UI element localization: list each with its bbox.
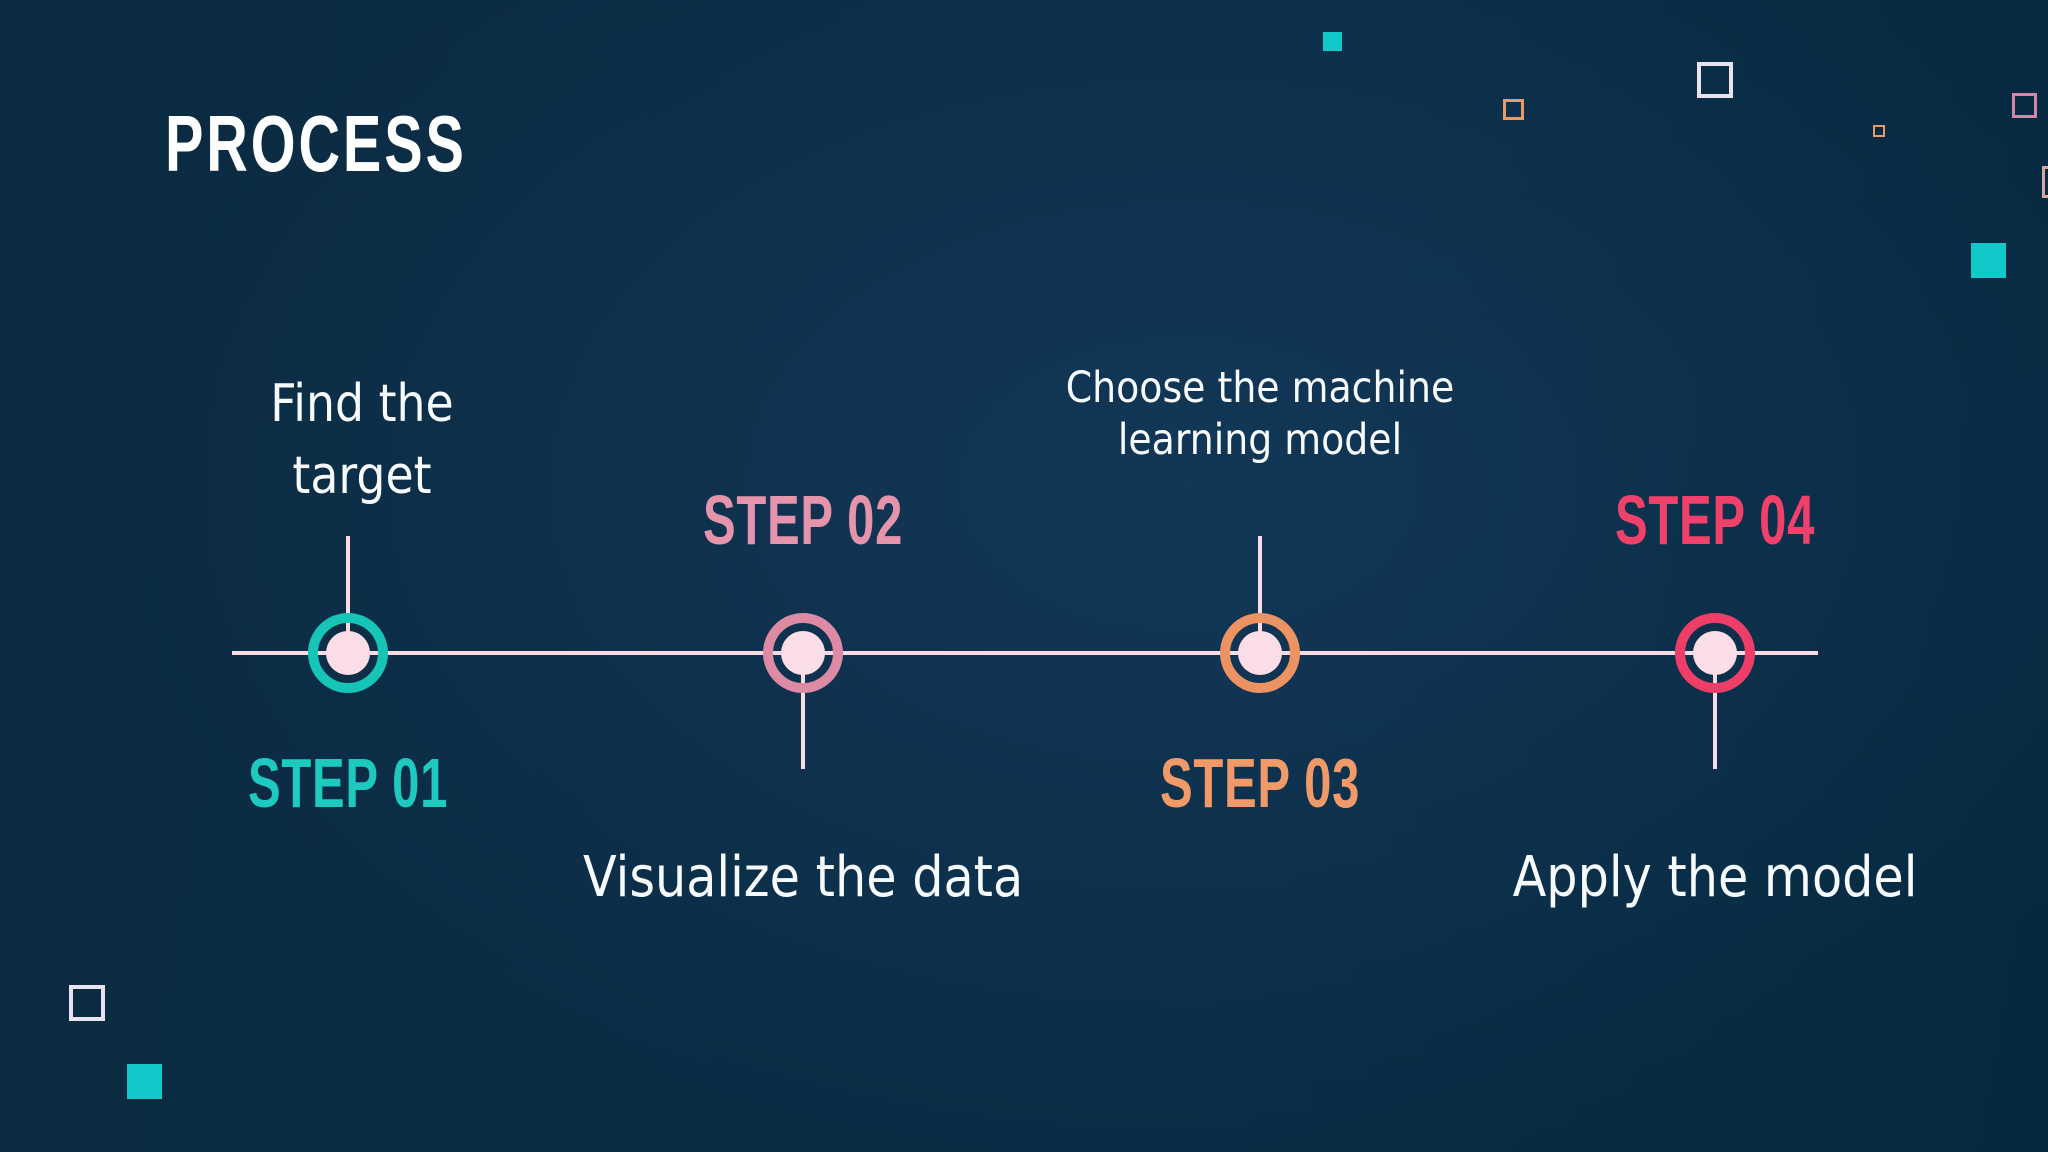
step-03-label: STEP 03 [1159,744,1361,822]
step-04-connector-line [1713,653,1717,769]
step-03-connector-line [1258,536,1262,654]
step-03-marker [1220,613,1300,693]
step-02-connector-line [801,653,805,769]
step-01-marker [308,613,388,693]
white-outline-square [69,985,105,1021]
step-02-marker [763,613,843,693]
small-orange-outline-square [1873,125,1885,137]
step-02-description: Visualize the data [583,845,1024,910]
teal-filled-square [1323,32,1342,51]
step-01-label: STEP 01 [247,744,449,822]
step-04-label: STEP 04 [1614,481,1816,559]
step-01-description: Find the target [270,374,454,506]
clipped-outline-square [2042,166,2048,198]
step-02-label: STEP 02 [702,481,904,559]
step-01-connector-line [346,536,350,654]
step-03-description: Choose the machine learning model [1065,363,1455,465]
slide-title: PROCESS [165,99,467,188]
teal-filled-square [127,1064,162,1099]
step-04-description: Apply the model [1512,845,1918,910]
white-outline-square [1697,62,1733,98]
step-04-marker [1675,613,1755,693]
orange-outline-square [1503,99,1524,120]
teal-filled-square [1971,243,2006,278]
pink-outline-square [2012,93,2037,118]
timeline-line [232,651,1818,655]
